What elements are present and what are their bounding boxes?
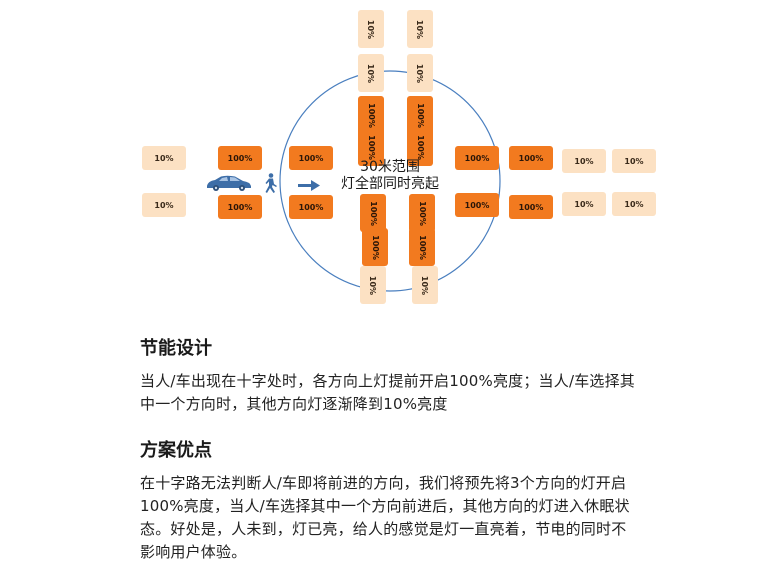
- lamp-label: 10%: [366, 63, 376, 83]
- lamp-north-2-left: 10%: [358, 54, 384, 92]
- lamp-north-4-right: 100%: [407, 128, 433, 166]
- lamp-west-mid-top: 100%: [218, 146, 262, 170]
- energy-saving-heading: 节能设计: [140, 338, 212, 359]
- advantages-heading: 方案优点: [140, 440, 212, 461]
- lamp-label: 10%: [366, 19, 376, 39]
- lamp-label: 10%: [415, 19, 425, 39]
- arrow-right-icon: [298, 180, 320, 191]
- lamp-north-2-right: 10%: [407, 54, 433, 92]
- lamp-label: 100%: [417, 200, 427, 226]
- range-label-line1: 30米范围: [360, 159, 420, 175]
- lamp-north-3-left: 100%: [358, 96, 384, 134]
- lamp-south-2-left: 100%: [362, 228, 388, 266]
- lamp-south-1-left: 100%: [360, 194, 386, 232]
- lamp-label: 100%: [366, 134, 376, 160]
- lamp-label: 100%: [366, 102, 376, 128]
- energy-saving-body: 当人/车出现在十字处时，各方向上灯提前开启100%亮度；当人/车选择其中一个方向…: [140, 372, 635, 413]
- lamp-label: 100%: [415, 134, 425, 160]
- lamp-west-mid-bottom: 100%: [218, 195, 262, 219]
- advantages-body: 在十字路无法判断人/车即将前进的方向，我们将预先将3个方向的灯开启100%亮度，…: [140, 474, 630, 561]
- lamp-south-3-left: 10%: [360, 266, 386, 304]
- lamp-south-2-right: 100%: [409, 228, 435, 266]
- lamp-label: 10%: [415, 63, 425, 83]
- lamp-south-3-right: 10%: [412, 266, 438, 304]
- lamp-east-near-bottom: 100%: [455, 193, 499, 217]
- lamp-north-3-right: 100%: [407, 96, 433, 134]
- lamp-east-mid-bottom: 100%: [509, 195, 553, 219]
- lamp-label: 100%: [417, 234, 427, 260]
- lamp-label: 100%: [370, 234, 380, 260]
- lamp-west-far-bottom: 10%: [142, 193, 186, 217]
- lamp-west-near-bottom: 100%: [289, 195, 333, 219]
- intersection-diagram: 10% 10% 100% 100% 100% 100% 100% 100% 10…: [142, 10, 656, 304]
- lamp-east-far2-bottom: 10%: [612, 192, 656, 216]
- lamp-east-far1-bottom: 10%: [562, 192, 606, 216]
- diagram-graphics: [207, 70, 501, 292]
- lamp-label: 100%: [415, 102, 425, 128]
- lamp-label: 10%: [368, 275, 378, 295]
- lamp-label: 10%: [420, 275, 430, 295]
- lamp-west-far-top: 10%: [142, 146, 186, 170]
- lamp-east-mid-top: 100%: [509, 146, 553, 170]
- lamp-north-1-right: 10%: [407, 10, 433, 48]
- lamp-west-near-top: 100%: [289, 146, 333, 170]
- range-label: 30米范围 灯全部同时亮起: [340, 159, 440, 193]
- range-circle: [279, 70, 501, 292]
- pedestrian-icon: [265, 173, 277, 193]
- lamp-east-far2-top: 10%: [612, 149, 656, 173]
- lamp-south-1-right: 100%: [409, 194, 435, 232]
- lamp-label: 100%: [368, 200, 378, 226]
- car-icon: [207, 175, 251, 191]
- range-label-line2: 灯全部同时亮起: [341, 176, 439, 192]
- lamp-north-1-left: 10%: [358, 10, 384, 48]
- description-area: 节能设计 当人/车出现在十字处时，各方向上灯提前开启100%亮度；当人/车选择其…: [140, 336, 640, 564]
- lamp-east-far1-top: 10%: [562, 149, 606, 173]
- lamp-east-near-top: 100%: [455, 146, 499, 170]
- lamp-north-4-left: 100%: [358, 128, 384, 166]
